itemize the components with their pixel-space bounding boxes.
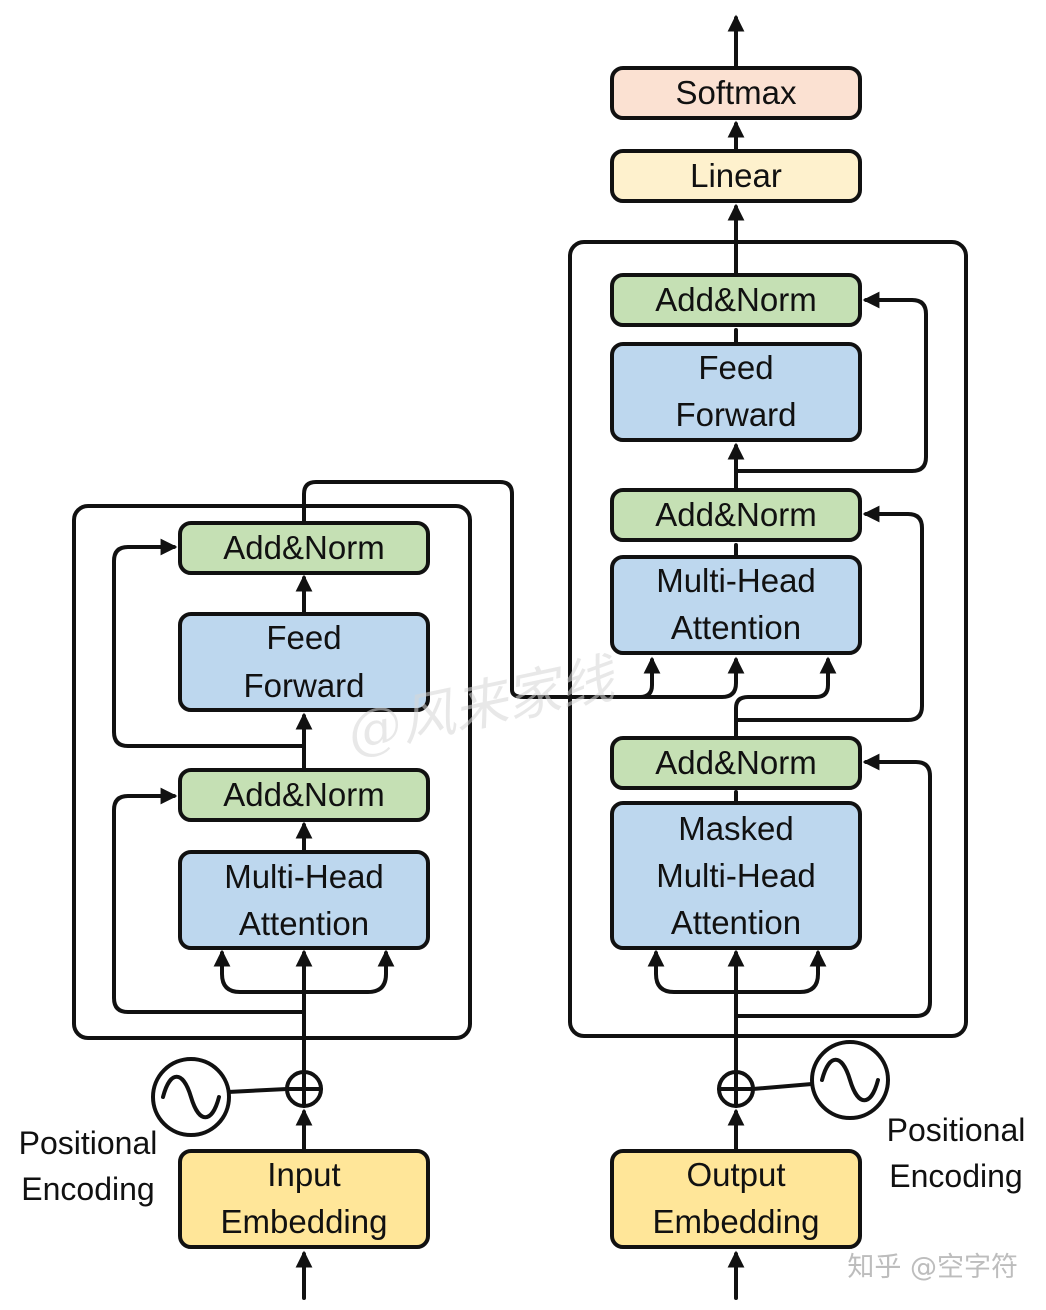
encoder-add-norm-bottom-label: Add&Norm: [223, 776, 384, 813]
decoder-frame: [568, 240, 968, 1038]
encoder-frame: [72, 504, 472, 1040]
encoder-attention-label-line2: Attention: [239, 905, 369, 942]
encoder-attention-label-line1: Multi-Head: [224, 858, 384, 895]
corner-watermark: 知乎 @空字符: [847, 1252, 1018, 1283]
decoder-positional-label-line1: Positional: [887, 1112, 1026, 1148]
linear-label: Linear: [690, 157, 782, 194]
encoder-add-norm-top-label: Add&Norm: [223, 529, 384, 566]
encoder-feed-forward-label-line1: Feed: [266, 619, 341, 656]
decoder-qkv-right-arrow: [734, 949, 827, 994]
decoder-add-norm-top-label: Add&Norm: [655, 281, 816, 318]
input-embedding-label-line2: Embedding: [221, 1203, 388, 1240]
decoder-cross-attention-label-line2: Attention: [671, 609, 801, 646]
encoder-qkv-left-arrow: [213, 949, 306, 994]
encoder-pe-connector: [226, 1087, 289, 1094]
decoder-masked-attention-label-line1: Masked: [678, 810, 794, 847]
decoder-residual-2: [734, 505, 924, 722]
output-embedding-label-line1: Output: [686, 1156, 785, 1193]
decoder-qkv-left-arrow: [647, 949, 738, 994]
encoder-feed-forward-label-line2: Forward: [243, 667, 364, 704]
decoder-pe-connector: [751, 1082, 814, 1091]
decoder-masked-attention-label-line3: Attention: [671, 904, 801, 941]
decoder-query-arrow: [734, 656, 837, 740]
encoder-qkv-right-arrow: [302, 949, 395, 994]
decoder-cross-attention-label-line1: Multi-Head: [656, 562, 816, 599]
decoder-add-norm-middle-label: Add&Norm: [655, 496, 816, 533]
decoder-positional-label-line2: Encoding: [889, 1158, 1022, 1194]
softmax-label: Softmax: [675, 74, 797, 111]
decoder-feed-forward-label-line1: Feed: [698, 349, 773, 386]
encoder-residual-1: [112, 787, 306, 1014]
decoder-feed-forward-label-line2: Forward: [675, 396, 796, 433]
decoder-residual-3: [734, 291, 928, 473]
decoder-residual-1: [734, 753, 932, 1018]
encoder-positional-label-line2: Encoding: [21, 1171, 154, 1207]
decoder-masked-attention-label-line2: Multi-Head: [656, 857, 816, 894]
input-embedding-label-line1: Input: [267, 1156, 340, 1193]
output-embedding-label-line2: Embedding: [653, 1203, 820, 1240]
encoder-positional-label-line1: Positional: [19, 1125, 158, 1161]
decoder-add-norm-bottom-label: Add&Norm: [655, 744, 816, 781]
encoder-residual-2: [112, 538, 306, 748]
